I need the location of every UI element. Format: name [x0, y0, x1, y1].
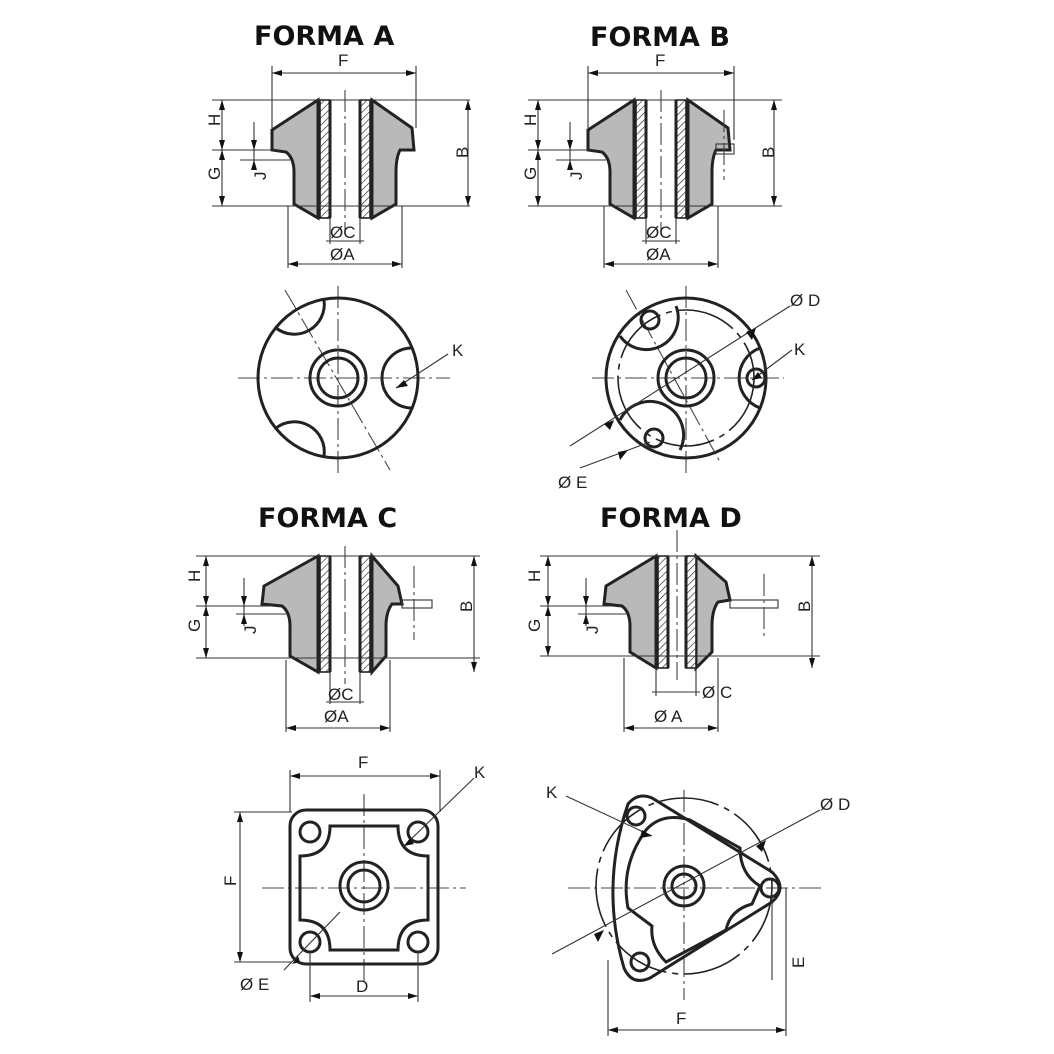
forma-d-dim-h: H — [525, 570, 544, 582]
forma-b-dim-h: H — [521, 114, 540, 126]
forma-d-section-view: FORMA D H G J B Ø C — [525, 503, 820, 732]
forma-b-dim-d: Ø D — [790, 291, 820, 310]
forma-b-dim-c: ØC — [646, 223, 672, 242]
forma-d-hole-bottom — [629, 951, 651, 973]
forma-b-top-view: Ø D K Ø E — [558, 286, 820, 492]
forma-d-right-body — [694, 552, 732, 672]
forma-d-hub-outer — [662, 864, 706, 908]
forma-d-top-dim-e: E — [789, 957, 808, 968]
forma-b-left-body — [586, 97, 636, 221]
forma-c-dim-a: ØA — [324, 707, 349, 726]
forma-d-top-dim-k: K — [546, 783, 558, 802]
forma-a-notch-right — [380, 346, 413, 410]
forma-c-dim-h: H — [185, 570, 204, 582]
forma-d-dim-a: Ø A — [654, 707, 683, 726]
forma-b-title: FORMA B — [590, 22, 730, 53]
forma-c-hole-br — [406, 930, 430, 954]
forma-b-stud — [715, 143, 735, 155]
forma-c-top-dim-f-vertical: F — [221, 876, 240, 886]
forma-b-dim-k: K — [794, 340, 806, 359]
forma-a-hub-outer — [308, 348, 368, 408]
forma-a-dim-b: B — [453, 147, 472, 158]
forma-b-hub-outer — [656, 348, 716, 408]
forma-a-dim-f: F — [338, 51, 348, 70]
forma-c-top-dim-f: F — [358, 753, 368, 772]
forma-d-top-dim-d: Ø D — [820, 795, 850, 814]
forma-c-hole-tr — [406, 820, 430, 844]
forma-c-title: FORMA C — [258, 503, 397, 534]
forma-c-top-dim-d: D — [356, 977, 368, 996]
forma-c-hub-inner — [346, 868, 382, 904]
forma-a-dim-h: H — [205, 114, 224, 126]
forma-a-dim-c: ØC — [330, 223, 356, 242]
forma-b-dim-b: B — [759, 147, 778, 158]
forma-b-hole-bottom — [643, 427, 665, 449]
forma-c-left-body — [260, 553, 320, 675]
forma-c-stud — [401, 599, 433, 609]
forma-a-right-body — [370, 97, 416, 221]
forma-b-hole-top — [639, 309, 661, 331]
forma-c-top-dim-k: K — [474, 763, 486, 782]
forma-b-hole-right — [745, 367, 767, 389]
forma-a-outline-circle — [256, 296, 420, 460]
forma-c-top-dim-e: Ø E — [240, 975, 269, 994]
forma-b-section-view: FORMA B F H G J B — [521, 22, 782, 268]
forma-d-dim-b: B — [795, 601, 814, 612]
forma-c-dim-b: B — [457, 601, 476, 612]
forma-a-dim-g: G — [205, 167, 224, 180]
forma-a-dim-j: J — [251, 172, 270, 181]
forma-d-dim-j: J — [583, 626, 602, 635]
forma-b-right-body — [686, 97, 732, 221]
forma-b-dim-a: ØA — [646, 245, 671, 264]
forma-b-dim-e: Ø E — [558, 473, 587, 492]
forma-a-dim-a: ØA — [330, 245, 355, 264]
forma-c-dim-c: ØC — [328, 685, 354, 704]
forma-a-dim-k: K — [452, 341, 464, 360]
forma-c-section-view: FORMA C H G J B ØC — [185, 503, 480, 732]
forma-b-dim-j: J — [567, 172, 586, 181]
forma-c-hub-outer — [338, 860, 390, 912]
forma-a-section-view: FORMA A F H G J B — [205, 21, 472, 268]
forma-c-dim-g: G — [185, 619, 204, 632]
forma-c-dim-j: J — [241, 626, 260, 635]
forma-b-hub-inner — [664, 356, 708, 400]
forma-d-dim-c: Ø C — [702, 683, 732, 702]
forma-d-inner-profile — [624, 816, 762, 964]
forma-c-square-outline — [288, 808, 440, 966]
forma-a-left-body — [270, 97, 320, 221]
forma-a-title: FORMA A — [254, 21, 394, 52]
forma-d-dim-g: G — [525, 619, 544, 632]
forma-a-top-view: K — [238, 286, 464, 476]
forma-c-hole-tl — [298, 820, 322, 844]
forma-d-left-body — [602, 553, 658, 671]
forma-c-inner-profile — [298, 824, 430, 952]
forma-d-stud — [729, 599, 779, 609]
forma-c-right-body — [370, 551, 404, 676]
forma-c-top-view: F F D K Ø E — [221, 753, 486, 1002]
forma-a-notch-top — [275, 299, 326, 336]
forma-d-hub-inner — [670, 872, 698, 900]
forma-b-dim-g: G — [521, 167, 540, 180]
forma-d-triangular-outline — [611, 794, 782, 982]
forma-a-hub-inner — [316, 356, 360, 400]
forma-d-title: FORMA D — [600, 503, 742, 534]
forma-d-top-view: Ø D K F E — [546, 783, 850, 1036]
forma-d-top-dim-f: F — [676, 1009, 686, 1028]
forma-d-hole-right — [759, 877, 781, 899]
forma-c-hole-bl — [298, 930, 322, 954]
forma-b-dim-f: F — [655, 51, 665, 70]
forma-d-pitch-circle — [595, 797, 773, 975]
forma-a-notch-bottom — [275, 420, 326, 457]
forma-d-hole-top — [625, 805, 647, 827]
